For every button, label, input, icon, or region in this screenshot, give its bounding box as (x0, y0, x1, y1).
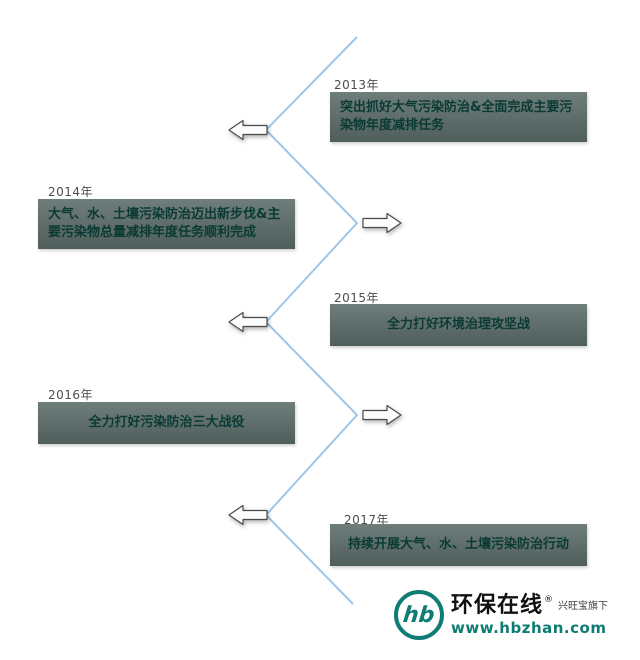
logo-monogram: hb (401, 602, 437, 628)
milestone-box: 全力打好环境治理攻坚战 (330, 304, 587, 346)
year-label: 2015年 (334, 291, 380, 305)
year-label: 2016年 (48, 388, 94, 402)
year-label: 2017年 (344, 513, 390, 527)
milestone-box: 突出抓好大气污染防治&全面完成主要污染物年度减排任务 (330, 92, 587, 142)
arrow-left-icon (228, 311, 268, 333)
watermark: hb 环保在线 ® 兴旺宝旗下 www.hbzhan.com (394, 590, 608, 640)
milestone-box: 大气、水、土壤污染防治迈出新步伐&主要污染物总量减排年度任务顺利完成 (38, 199, 295, 249)
sub-brand: 兴旺宝旗下 (558, 600, 609, 612)
year-label: 2014年 (48, 185, 94, 199)
registered-mark: ® (544, 594, 554, 605)
hbzhan-logo-icon: hb (394, 590, 444, 640)
arrow-right-icon (362, 212, 402, 234)
website-url: www.hbzhan.com (451, 618, 607, 637)
milestone-box: 持续开展大气、水、土壤污染防治行动 (330, 524, 587, 566)
year-label: 2013年 (334, 78, 380, 92)
arrow-left-icon (228, 119, 268, 141)
watermark-text: 环保在线 ® 兴旺宝旗下 www.hbzhan.com (451, 592, 609, 637)
brand-name: 环保在线 (451, 592, 544, 618)
arrow-right-icon (362, 404, 402, 426)
milestone-box: 全力打好污染防治三大战役 (38, 402, 295, 444)
brand-row: 环保在线 ® 兴旺宝旗下 (451, 592, 609, 618)
arrow-left-icon (228, 504, 268, 526)
